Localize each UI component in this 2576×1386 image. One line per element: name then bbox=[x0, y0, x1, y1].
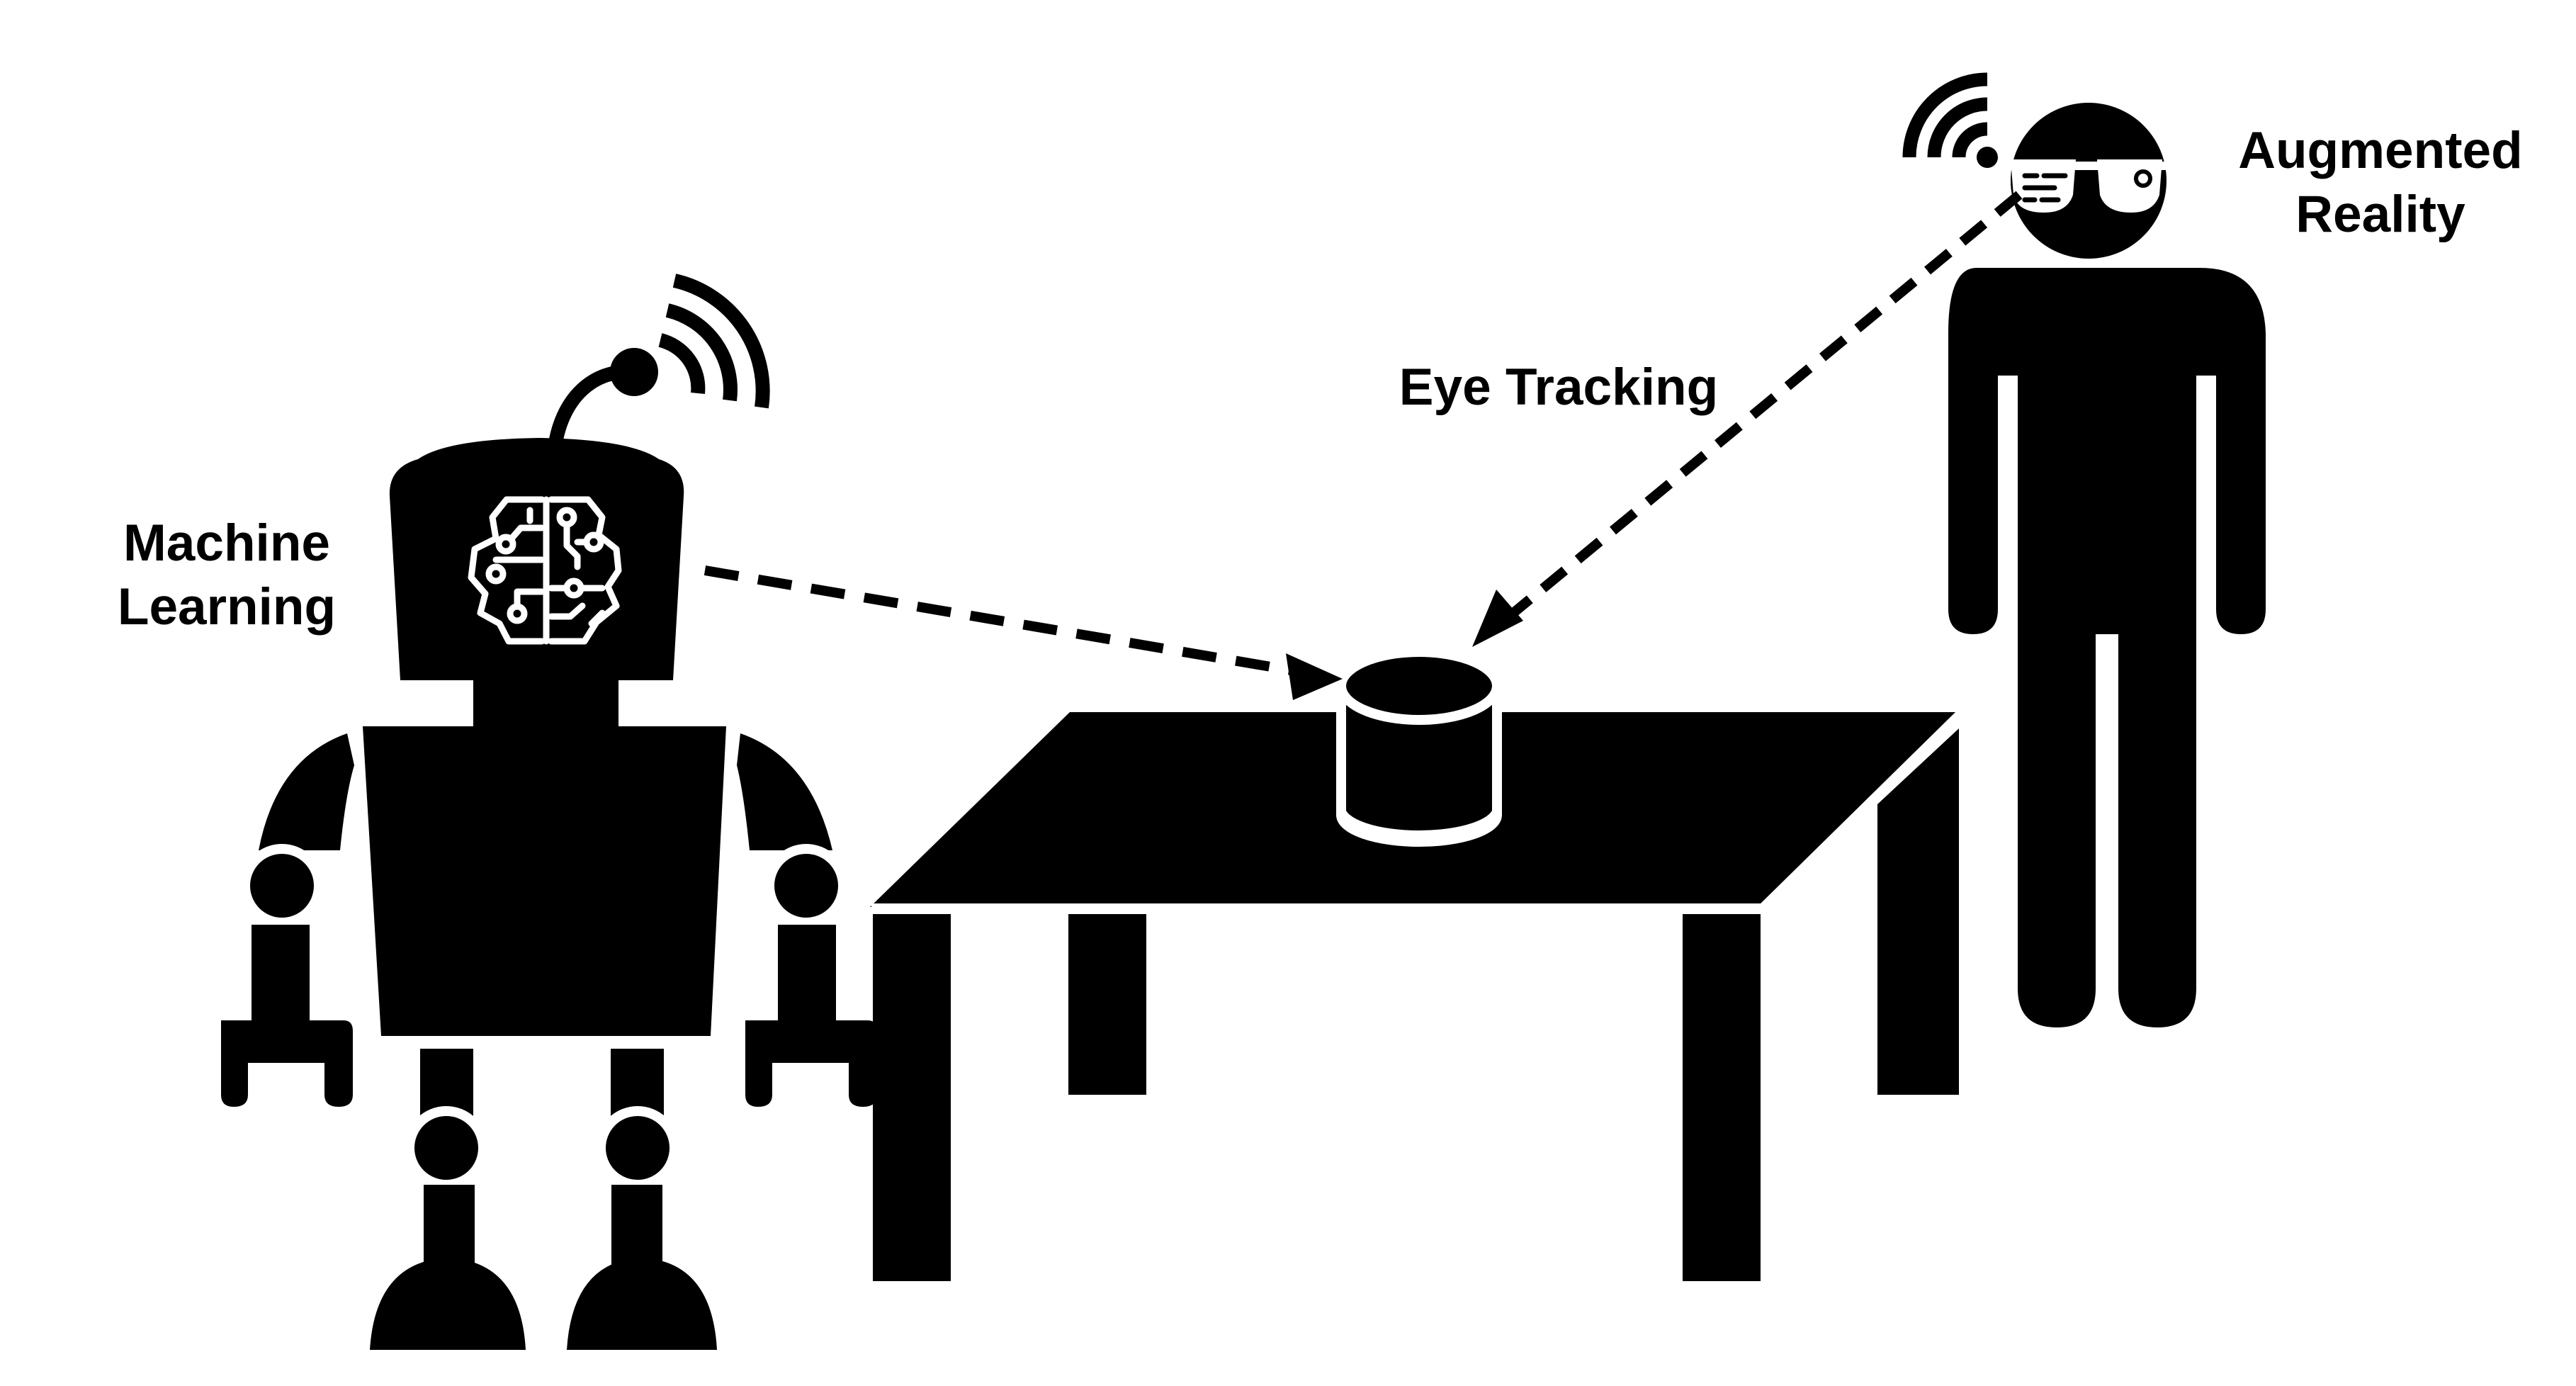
robot-left-lower-leg bbox=[424, 1185, 475, 1270]
table-leg-back-left bbox=[1068, 914, 1146, 1095]
robot-left-foot bbox=[370, 1258, 526, 1350]
machine-learning-label-line-1: Machine bbox=[123, 514, 331, 572]
machine-learning-label: Machine Learning bbox=[92, 512, 361, 639]
eye-tracking-label-text: Eye Tracking bbox=[1399, 359, 1719, 416]
robot-gaze-arrow bbox=[704, 565, 1343, 700]
robot-left-forearm bbox=[252, 925, 310, 1031]
robot-right-elbow bbox=[764, 844, 848, 928]
glasses-bridge bbox=[2073, 162, 2100, 170]
table-leg-front-left bbox=[873, 914, 951, 1281]
person-icon bbox=[1948, 103, 2266, 1027]
glasses-right-lens bbox=[2097, 159, 2162, 213]
ar-glasses-icon bbox=[1992, 159, 2181, 213]
eye-tracking-arrow bbox=[1472, 191, 2023, 647]
robot-left-shoulder bbox=[259, 733, 354, 850]
eye-tracking-label: Eye Tracking bbox=[1367, 356, 1750, 419]
robot-right-forearm bbox=[778, 925, 836, 1031]
cup-base-line bbox=[1337, 807, 1501, 839]
robot-left-hand bbox=[221, 1020, 353, 1107]
glasses-left-arm bbox=[1992, 162, 2013, 170]
cup-body bbox=[1336, 681, 1502, 847]
wifi-signal-icon bbox=[658, 274, 770, 409]
wifi-signal-icon bbox=[1902, 72, 1998, 168]
robot-left-knee bbox=[405, 1106, 488, 1190]
glasses-right-arm bbox=[2159, 162, 2181, 170]
robot-right-shoulder bbox=[737, 733, 832, 850]
robot-torso bbox=[363, 726, 726, 1036]
cup-icon bbox=[1336, 647, 1502, 847]
robot-icon bbox=[221, 348, 877, 1350]
robot-right-hand bbox=[745, 1020, 877, 1107]
augmented-reality-label: Augmented Reality bbox=[2203, 119, 2558, 247]
robot-right-knee bbox=[596, 1106, 679, 1190]
robot-antenna-ball bbox=[610, 348, 658, 396]
person-body bbox=[1948, 268, 2266, 1027]
augmented-reality-label-line-1: Augmented bbox=[2238, 122, 2523, 179]
person-head bbox=[2011, 103, 2167, 259]
robot-left-elbow bbox=[240, 844, 324, 928]
robot-neck bbox=[473, 673, 618, 730]
table-top-edge bbox=[871, 710, 1965, 913]
augmented-reality-label-line-2: Reality bbox=[2295, 186, 2465, 243]
robot-right-lower-leg bbox=[611, 1185, 662, 1270]
table-leg-front-right bbox=[1683, 914, 1761, 1281]
brain-circuit-icon bbox=[468, 496, 622, 645]
machine-learning-label-line-2: Learning bbox=[117, 578, 337, 636]
robot-right-foot bbox=[567, 1258, 717, 1350]
cup-rim bbox=[1336, 647, 1502, 725]
table-side bbox=[1877, 728, 1959, 1095]
